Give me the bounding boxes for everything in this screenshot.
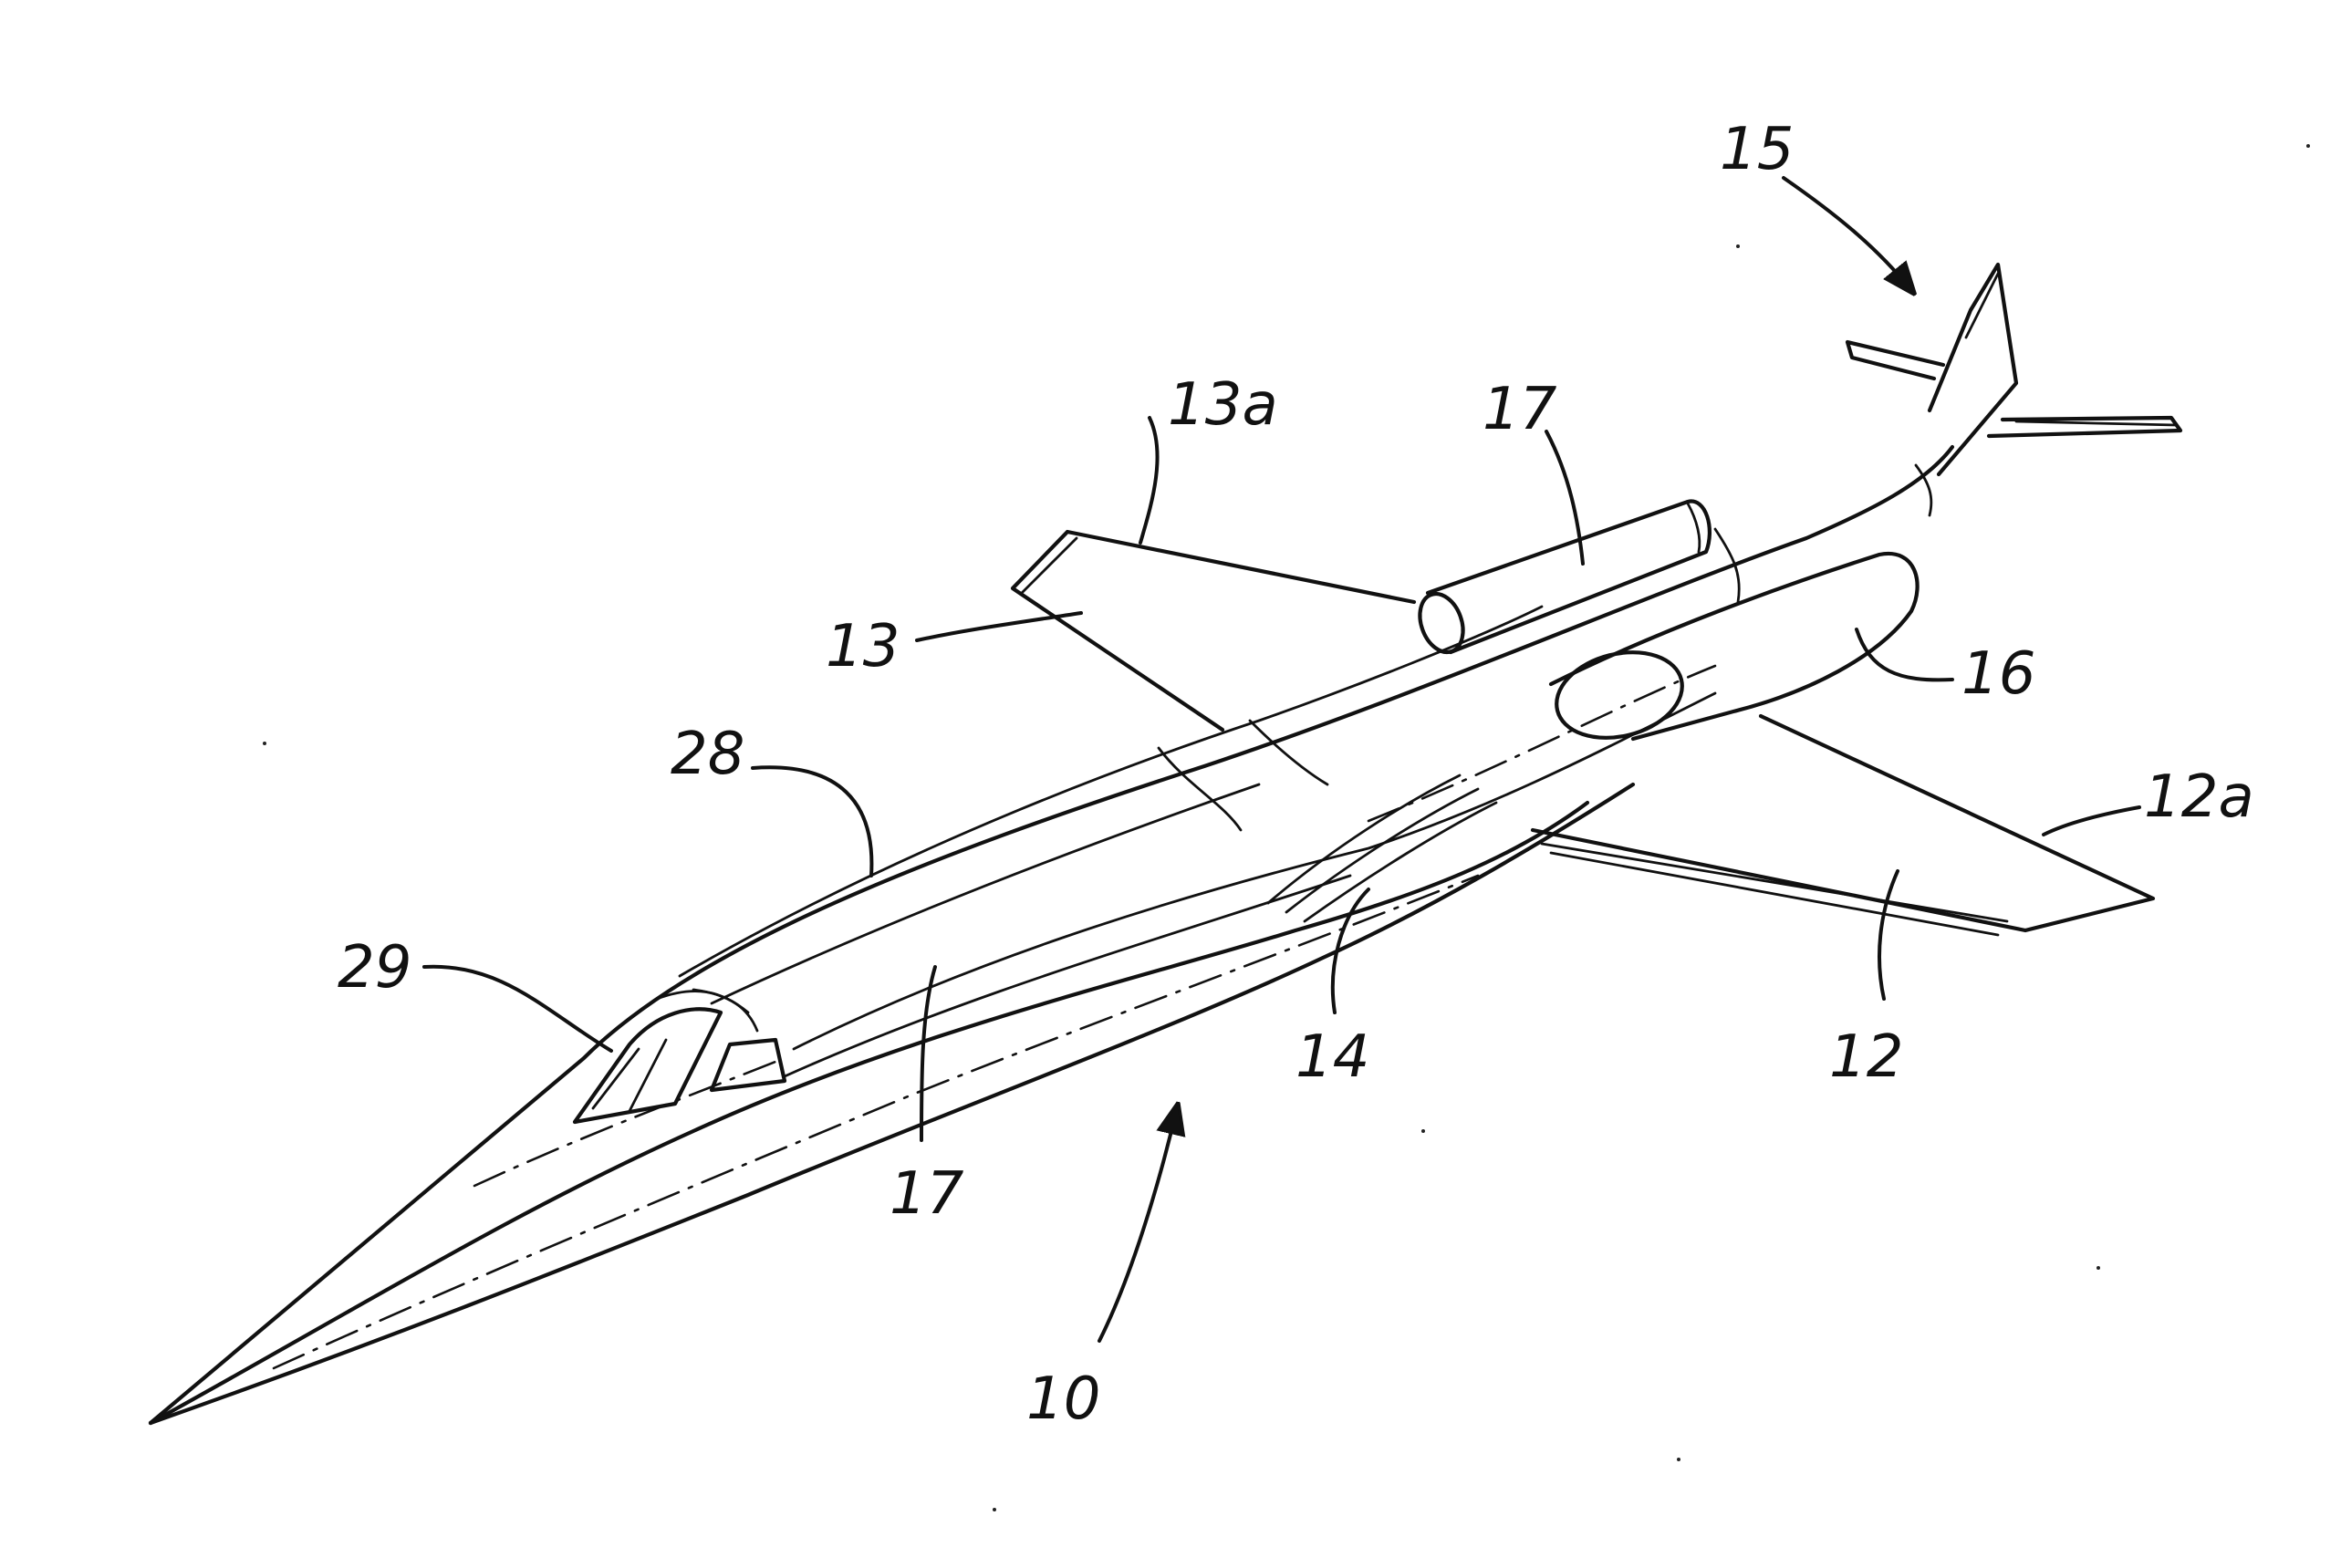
label-windshield-29: 29 xyxy=(338,934,411,1002)
label-engine-16: 16 xyxy=(1961,640,2035,708)
label-fuselage-14: 14 xyxy=(1295,1023,1369,1091)
left-wing xyxy=(1010,529,1417,732)
right-wing xyxy=(1530,713,2156,937)
scan-specks xyxy=(263,144,2310,1511)
label-aircraft-10: 10 xyxy=(1026,1366,1100,1433)
left-engine-nacelle xyxy=(1418,499,1712,655)
label-right-wing-12: 12 xyxy=(1829,1023,1903,1091)
label-top-line-28: 28 xyxy=(671,721,744,788)
cockpit-canopy xyxy=(572,988,787,1125)
reference-labels: 15 13a 17 13 16 28 12a 29 14 12 17 10 xyxy=(338,116,2254,1433)
leader-lines xyxy=(422,176,2141,1343)
tail-assembly xyxy=(1845,262,2183,477)
fuselage-outline xyxy=(148,444,1955,1426)
label-tail-15: 15 xyxy=(1720,116,1794,183)
label-left-wing-13: 13 xyxy=(826,613,900,680)
label-right-wing-edge-12a: 12a xyxy=(2144,763,2254,831)
label-engine-17-top: 17 xyxy=(1483,376,1557,443)
label-left-wing-edge-13a: 13a xyxy=(1168,371,1278,439)
label-fuselage-side-17: 17 xyxy=(890,1160,964,1228)
right-engine-nacelle xyxy=(1548,551,1920,742)
